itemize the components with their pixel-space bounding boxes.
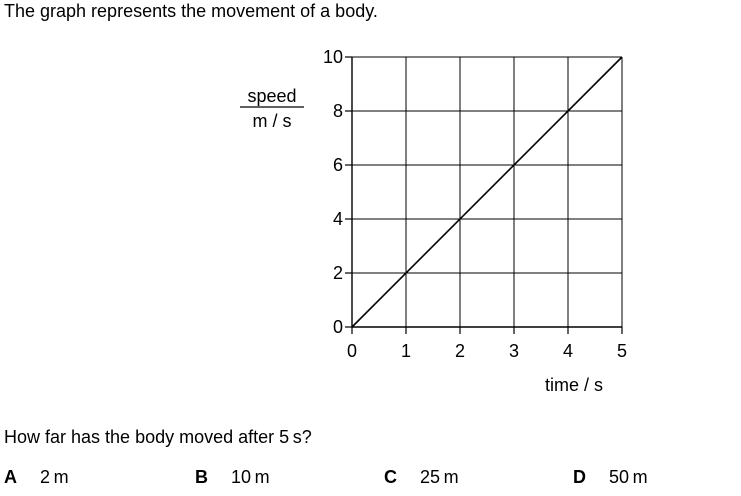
x-tick-label-5: 5 (617, 341, 627, 361)
option-c-letter: C (384, 467, 397, 487)
x-tick-label-4: 4 (563, 341, 573, 361)
x-tick-label-3: 3 (509, 341, 519, 361)
option-d-text: 50 m (609, 467, 648, 487)
y-tick-label-0: 0 (333, 317, 343, 337)
option-b[interactable]: B 10 m (195, 467, 270, 488)
axes (351, 57, 622, 328)
x-tick-label-2: 2 (455, 341, 465, 361)
y-tick-label-6: 6 (333, 155, 343, 175)
speed-time-graph: 0 2 4 6 8 10 0 1 2 3 4 5 speed m / s time / s (240, 47, 627, 395)
option-b-text: 10 m (231, 467, 270, 487)
x-tick-label-0: 0 (347, 341, 357, 361)
y-tick-label-10: 10 (323, 47, 343, 67)
y-tick-label-8: 8 (333, 101, 343, 121)
x-tick-label-1: 1 (401, 341, 411, 361)
y-tick-label-2: 2 (333, 263, 343, 283)
data-series (351, 56, 623, 328)
intro-text: The graph represents the movement of a b… (4, 1, 378, 21)
option-b-letter: B (195, 467, 208, 487)
y-axis-label-top: speed (247, 86, 296, 106)
x-axis-label: time / s (545, 375, 603, 395)
option-d-letter: D (573, 467, 586, 487)
tick-labels: 0 2 4 6 8 10 0 1 2 3 4 5 (323, 47, 627, 361)
answer-options: A 2 m B 10 m C 25 m D 50 m (0, 467, 741, 495)
option-a[interactable]: A 2 m (4, 467, 69, 488)
series-line-0 (351, 56, 623, 328)
option-a-text: 2 m (40, 467, 69, 487)
question-text: How far has the body moved after 5 s? (4, 427, 312, 447)
option-c[interactable]: C 25 m (384, 467, 459, 488)
option-a-letter: A (4, 467, 17, 487)
option-c-text: 25 m (420, 467, 459, 487)
y-axis-label-bottom: m / s (253, 111, 292, 131)
y-axis-label: speed m / s (240, 86, 304, 131)
y-tick-label-4: 4 (333, 209, 343, 229)
option-d[interactable]: D 50 m (573, 467, 648, 488)
